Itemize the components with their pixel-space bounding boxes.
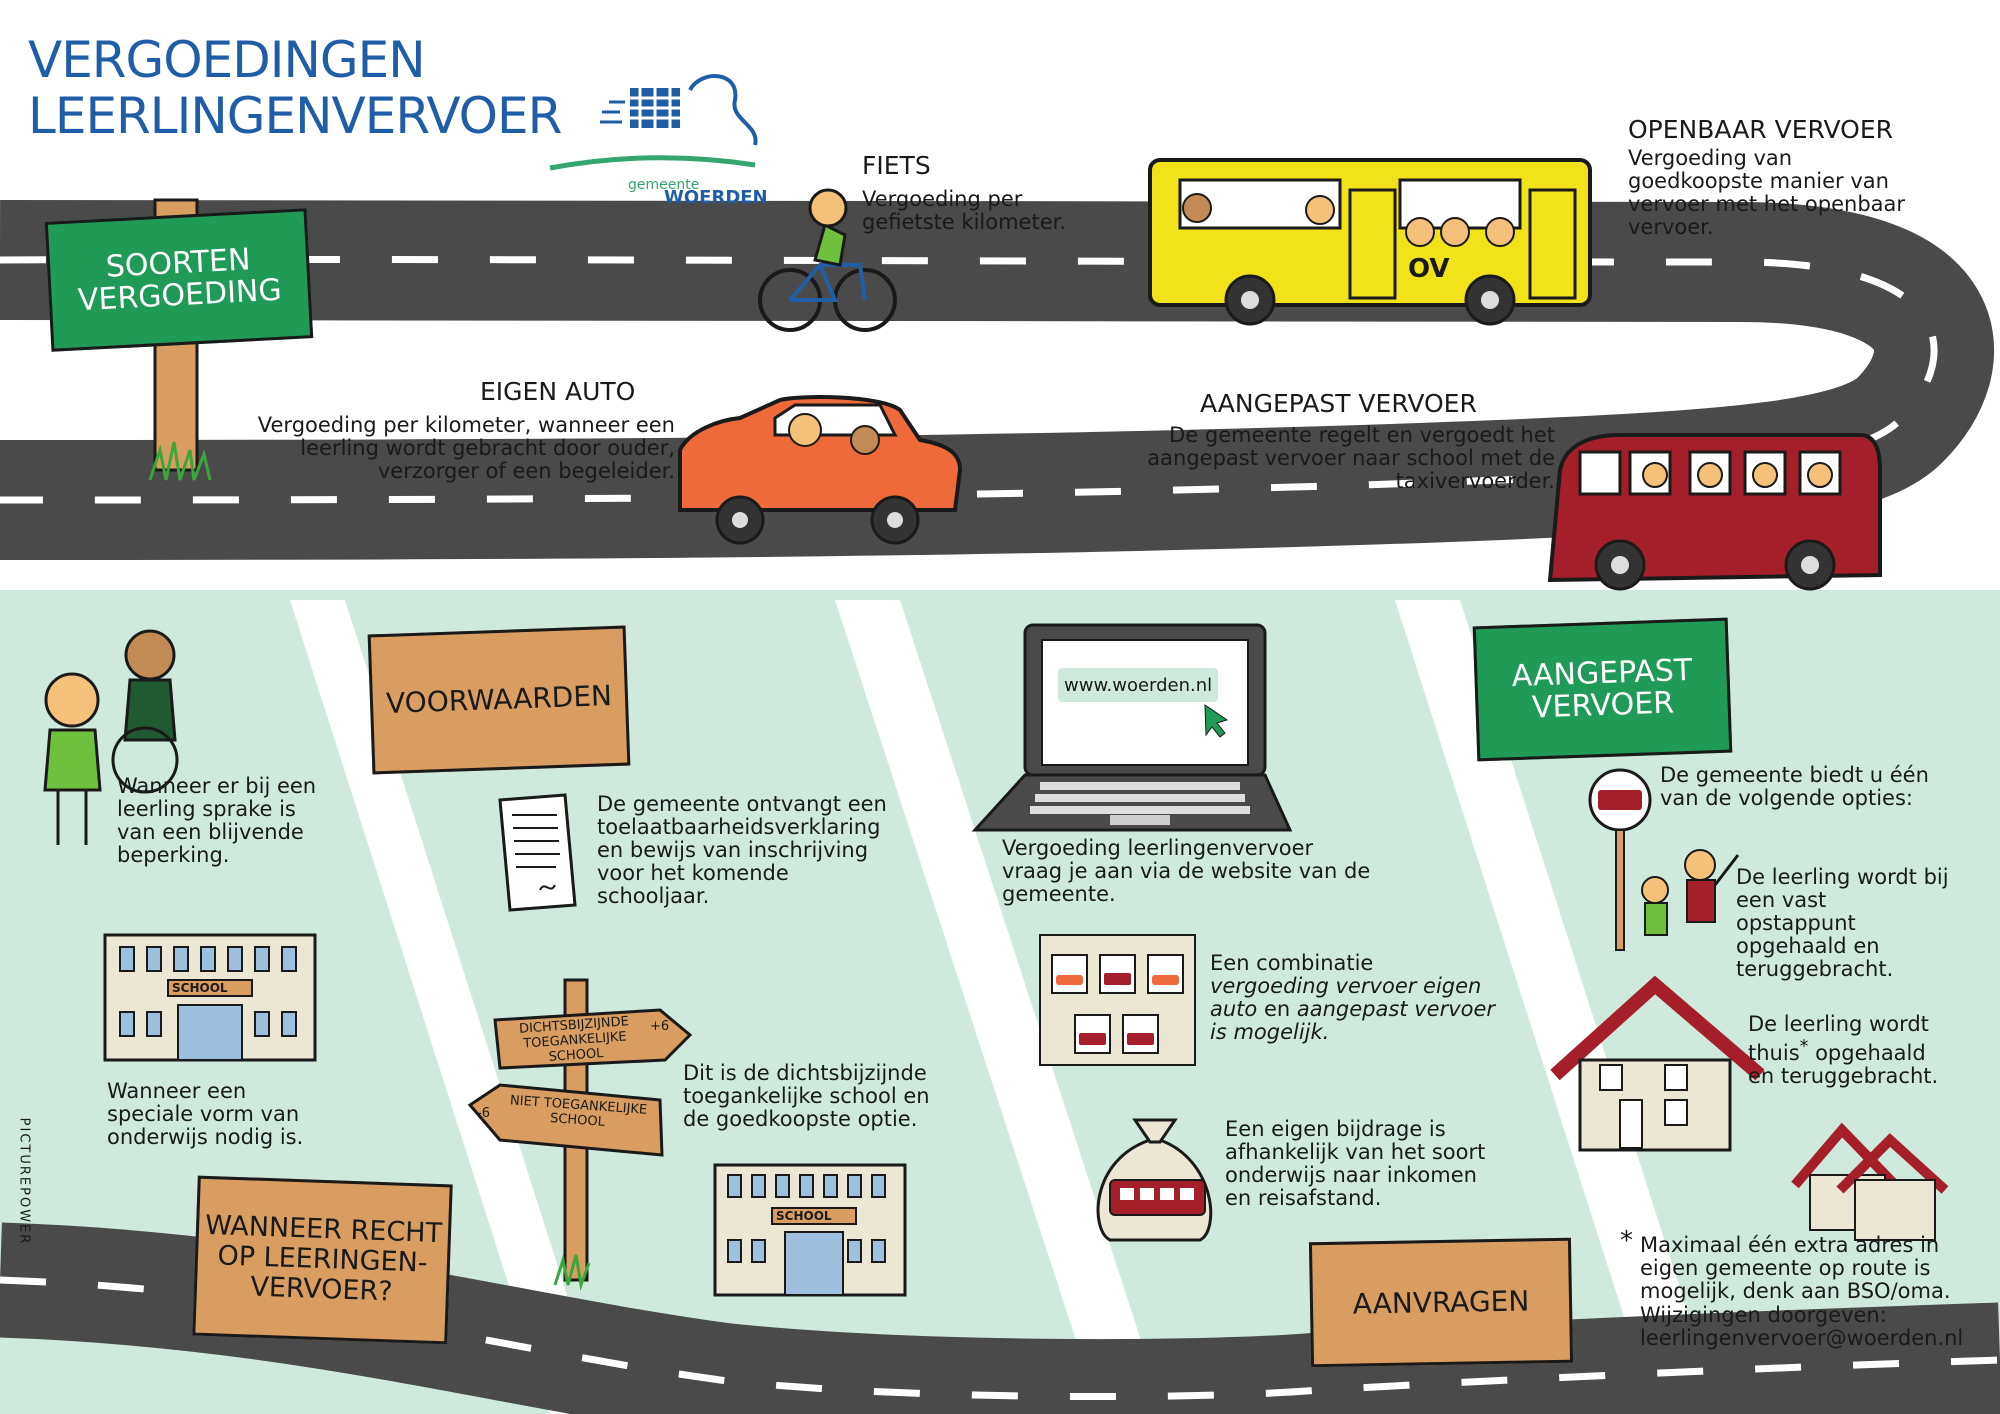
thuis-text: De leerling wordt thuis* opgehaald en te…	[1748, 1013, 1953, 1088]
logo-name: WOERDEN	[664, 187, 768, 208]
combinatie-part-2: vergoeding vervoer eigen auto	[1210, 974, 1482, 1021]
auto-heading: EIGEN AUTO	[480, 377, 636, 406]
document-icon	[498, 793, 577, 912]
combinatie-text: Een combinatie vergoeding vervoer eigen …	[1210, 952, 1510, 1044]
ov-bus-icon	[1148, 158, 1592, 326]
title-line-1: VERGOEDINGEN	[28, 31, 426, 89]
ov-text: Vergoeding van goedkoopste manier van ve…	[1628, 146, 1906, 239]
minibus-icon	[1547, 433, 1882, 591]
ov-heading: OPENBAAR VERVOER	[1628, 115, 1894, 144]
combination-cards-icon	[1039, 934, 1196, 1066]
url-text: www.woerden.nl	[1064, 675, 1213, 696]
sign-voorwaarden: VOORWAARDEN	[367, 625, 631, 775]
cyclist-icon	[758, 188, 897, 332]
laptop-icon	[971, 623, 1293, 832]
school-icon-2	[713, 1163, 907, 1297]
verklaring-text: De gemeente ontvangt een toelaatbaarheid…	[597, 792, 887, 908]
bus-stop-icon	[1588, 768, 1740, 951]
house-icon	[1550, 975, 1765, 1152]
logo-small-text: gemeente	[628, 177, 700, 193]
title-line-2: LEERLINGENVERVOER	[28, 87, 562, 145]
combinatie-part-3: en	[1263, 997, 1291, 1021]
thuis-part-2: opgehaald en teruggebracht.	[1748, 1041, 1939, 1088]
opties-text: De gemeente biedt u één van de volgende …	[1660, 763, 1929, 810]
sign-aanvragen: AANVRAGEN	[1308, 1237, 1574, 1368]
two-houses-icon	[1791, 1122, 1949, 1241]
beperking-text: Wanneer er bij een leerling sprake is va…	[117, 774, 317, 867]
onderwijs-text: Wanneer een speciale vorm van onderwijs …	[107, 1079, 304, 1149]
fiets-heading: FIETS	[862, 151, 931, 180]
wijzigingen-text: Wijzigingen doorgeven:	[1640, 1303, 1887, 1327]
email-text: leerlingenvervoer@woerden.nl	[1640, 1326, 1964, 1350]
combinatie-part-4: aangepast vervoer is mogelijk.	[1210, 997, 1496, 1044]
page-title: VERGOEDINGEN LEERLINGENVERVOER	[28, 31, 562, 145]
sign-wanneer: WANNEER RECHT OP LEERINGEN-VERVOER?	[192, 1175, 453, 1345]
money-bag-icon	[1096, 1118, 1213, 1242]
sign-bottom-number: -6	[477, 1106, 490, 1121]
school-label-2: SCHOOL	[776, 1209, 832, 1223]
school-label: SCHOOL	[172, 981, 228, 995]
combinatie-part-1: Een combinatie	[1210, 951, 1374, 975]
sign-soorten-vergoeding: SOORTEN VERGOEDING	[44, 208, 314, 352]
auto-text: Vergoeding per kilometer, wanneer een le…	[257, 413, 675, 483]
aangepast-text: De gemeente regelt en vergoedt het aange…	[1147, 423, 1555, 493]
woerden-logo-icon	[549, 74, 758, 171]
children-icon	[43, 629, 179, 845]
thuis-star: *	[1799, 1037, 1809, 1057]
fiets-text: Vergoeding per gefietste kilometer.	[862, 187, 1066, 234]
credit-text: PICTUREPOWER	[16, 1117, 32, 1246]
ov-bus-label: OV	[1408, 254, 1450, 284]
aangepast-heading: AANGEPAST VERVOER	[1200, 389, 1477, 418]
sign-top-number: +6	[650, 1019, 670, 1034]
car-icon	[678, 395, 963, 545]
bijdrage-text: Een eigen bijdrage is afhankelijk van he…	[1225, 1117, 1486, 1210]
thuis-part-1: De leerling wordt thuis	[1748, 1012, 1929, 1065]
opstappunt-text: De leerling wordt bij een vast opstappun…	[1736, 865, 1949, 981]
dichtstbij-text: Dit is de dichtsbijzijnde toegankelijke …	[683, 1061, 930, 1131]
school-icon	[103, 933, 317, 1062]
sign-aangepast-vervoer: AANGEPAST VERVOER	[1472, 617, 1733, 762]
website-text: Vergoeding leerlingenvervoer vraag je aa…	[1002, 836, 1371, 906]
footnote-text: Maximaal één extra adres in eigen gemeen…	[1640, 1233, 1951, 1303]
direction-signpost-icon	[467, 978, 693, 1291]
footnote-star: *	[1620, 1226, 1633, 1256]
